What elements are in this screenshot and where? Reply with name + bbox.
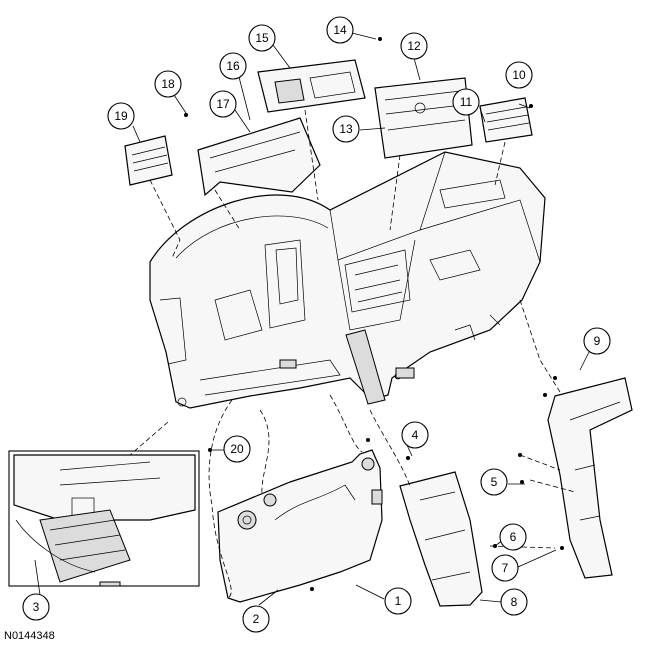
callout-1: 1 <box>384 587 412 615</box>
callout-labels: 1 2 3 4 5 6 7 8 9 10 11 12 13 14 15 16 1… <box>22 16 611 633</box>
svg-text:13: 13 <box>339 122 353 136</box>
svg-text:3: 3 <box>33 600 40 614</box>
callout-19: 19 <box>107 102 135 130</box>
left-trim-panel <box>197 117 321 197</box>
svg-text:9: 9 <box>594 334 601 348</box>
instrument-panel-assembly <box>149 151 546 409</box>
callout-12: 12 <box>400 32 428 60</box>
svg-text:6: 6 <box>510 530 517 544</box>
callout-13: 13 <box>332 115 360 143</box>
svg-text:17: 17 <box>216 97 230 111</box>
callout-15: 15 <box>248 24 276 52</box>
callout-3: 3 <box>22 593 50 621</box>
fasteners <box>184 37 564 591</box>
inset-detail-view <box>8 450 200 587</box>
leader-lines <box>34 32 592 606</box>
svg-text:10: 10 <box>512 68 526 82</box>
callout-16: 16 <box>219 52 247 80</box>
svg-text:16: 16 <box>226 59 240 73</box>
svg-text:1: 1 <box>395 594 402 608</box>
svg-text:18: 18 <box>161 77 175 91</box>
svg-text:19: 19 <box>114 109 128 123</box>
left-air-vent <box>124 135 173 186</box>
svg-text:11: 11 <box>460 95 473 109</box>
right-side-panel <box>547 377 633 579</box>
callout-2: 2 <box>242 605 270 633</box>
callout-6: 6 <box>499 523 527 551</box>
callout-5: 5 <box>480 468 508 496</box>
svg-text:7: 7 <box>502 561 509 575</box>
center-lower-panel <box>399 471 483 607</box>
svg-text:4: 4 <box>412 428 419 442</box>
callout-7: 7 <box>491 554 519 582</box>
callout-18: 18 <box>154 70 182 98</box>
callout-17: 17 <box>209 90 237 118</box>
svg-text:14: 14 <box>333 23 347 37</box>
callout-11: 11 <box>452 88 480 116</box>
svg-text:5: 5 <box>491 475 498 489</box>
svg-text:8: 8 <box>511 595 518 609</box>
right-air-vent <box>479 97 533 143</box>
svg-text:12: 12 <box>407 39 421 53</box>
callout-10: 10 <box>505 61 533 89</box>
callout-9: 9 <box>583 327 611 355</box>
exploded-view-lines <box>129 109 576 599</box>
callout-14: 14 <box>326 16 354 44</box>
radio-bezel <box>374 77 473 159</box>
callout-4: 4 <box>401 421 429 449</box>
figure-id-label: N0144348 <box>4 630 55 642</box>
callout-8: 8 <box>500 588 528 616</box>
svg-text:15: 15 <box>255 31 269 45</box>
steering-column-opening-cover <box>217 449 383 603</box>
callout-20: 20 <box>223 435 251 463</box>
center-upper-vent <box>257 59 366 113</box>
svg-text:20: 20 <box>230 442 244 456</box>
svg-text:2: 2 <box>253 612 260 626</box>
